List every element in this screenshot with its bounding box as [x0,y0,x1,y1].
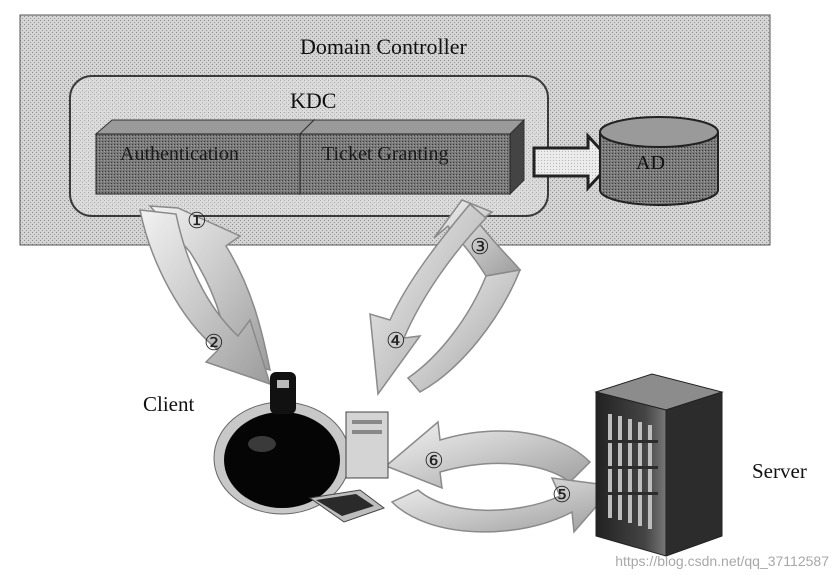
arrow-step-6 [384,420,592,490]
step-3-marker: ③ [470,234,490,259]
domain-controller-title: Domain Controller [300,34,467,59]
active-directory-label: AD [636,152,665,174]
server-tower-icon [594,373,724,557]
ad-cylinder [599,116,719,206]
ticket-granting-service-label: Ticket Granting [322,143,449,165]
step-2-marker: ② [204,330,224,355]
ticket-granting-service-block [298,118,526,196]
kdc-title: KDC [290,88,337,113]
step-5-marker: ⑤ [552,482,572,507]
server-label: Server [752,459,807,483]
arrow-step-3-tail [406,269,522,393]
step-4-marker: ④ [386,328,406,353]
client-label: Client [143,392,195,416]
watermark-text: https://blog.csdn.net/qq_37112587 [615,553,829,569]
authentication-service-label: Authentication [120,143,239,165]
arrow-step-4 [369,202,488,397]
client-computer-icon [213,372,389,523]
arrow-step-1 [148,205,271,372]
step-1-marker: ① [187,208,207,233]
arrow-step-5 [390,477,616,534]
step-6-marker: ⑥ [424,448,444,473]
